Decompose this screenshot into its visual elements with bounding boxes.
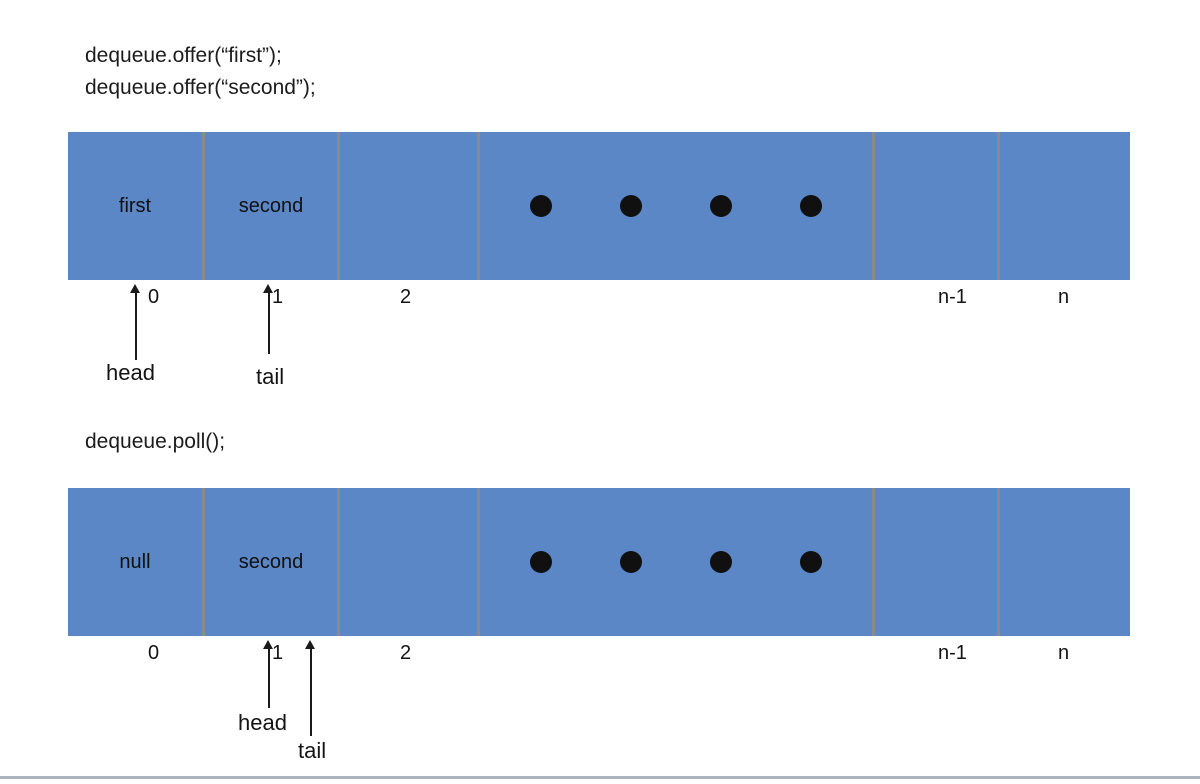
array-cell-0: first	[68, 132, 205, 280]
arrow-shaft	[135, 291, 137, 360]
index-label-1: 1	[272, 286, 284, 308]
head-pointer-arrow	[263, 640, 274, 708]
index-label-n-1: n-1	[938, 642, 967, 664]
arrow-shaft	[268, 647, 270, 708]
ellipsis-dot	[710, 195, 732, 217]
bottom-divider	[0, 776, 1200, 779]
array-cell-1: second	[205, 132, 340, 280]
array-cell-ellipsis	[480, 488, 875, 636]
ellipsis-dot	[710, 551, 732, 573]
tail-pointer-arrow	[263, 284, 274, 354]
index-label-n: n	[1058, 642, 1070, 664]
ellipsis-dots	[480, 132, 872, 280]
tail-label: tail	[298, 738, 327, 763]
offer-state-section: dequeue.offer(“first”); dequeue.offer(“s…	[68, 44, 1130, 389]
array-cell-ellipsis	[480, 132, 875, 280]
tail-pointer-arrow	[305, 640, 316, 736]
arrow-shaft	[310, 647, 312, 736]
index-label-0: 0	[148, 642, 160, 664]
head-pointer-arrow	[130, 284, 141, 360]
ellipsis-dot	[530, 551, 552, 573]
index-label-1: 1	[272, 642, 284, 664]
index-label-n: n	[1058, 286, 1070, 308]
array-cell-n-1	[875, 132, 1000, 280]
cell-value: second	[238, 550, 304, 573]
cell-value: null	[119, 550, 151, 573]
head-label: head	[238, 710, 287, 735]
head-label: head	[106, 360, 155, 385]
poll-state-section: dequeue.poll(); null second 0 1 2 n-1 n …	[0, 420, 1200, 784]
ellipsis-dot	[800, 195, 822, 217]
array-cell-0: null	[68, 488, 205, 636]
arrowhead-icon	[263, 640, 273, 649]
code-line-offer-first: dequeue.offer(“first”);	[85, 44, 282, 67]
array-cell-n-1	[875, 488, 1000, 636]
code-line-poll: dequeue.poll();	[85, 430, 226, 453]
code-line-offer-second: dequeue.offer(“second”);	[85, 76, 316, 99]
tail-label: tail	[256, 364, 285, 389]
index-label-n-1: n-1	[938, 286, 967, 308]
queue-array: null second	[68, 488, 1130, 636]
ellipsis-dot	[800, 551, 822, 573]
array-cell-n	[1000, 132, 1130, 280]
arrowhead-icon	[130, 284, 140, 293]
arrowhead-icon	[263, 284, 273, 293]
array-cell-1: second	[205, 488, 340, 636]
ellipsis-dot	[620, 551, 642, 573]
ellipsis-dot	[530, 195, 552, 217]
queue-array: first second	[68, 132, 1130, 280]
array-cell-n	[1000, 488, 1130, 636]
cell-value: first	[118, 194, 152, 217]
index-label-2: 2	[400, 286, 412, 308]
ellipsis-dots	[480, 488, 872, 636]
array-cell-2	[340, 488, 480, 636]
arrowhead-icon	[305, 640, 315, 649]
index-label-2: 2	[400, 642, 412, 664]
array-cell-2	[340, 132, 480, 280]
arrow-shaft	[268, 291, 270, 354]
ellipsis-dot	[620, 195, 642, 217]
index-label-0: 0	[148, 286, 160, 308]
cell-value: second	[238, 194, 304, 217]
